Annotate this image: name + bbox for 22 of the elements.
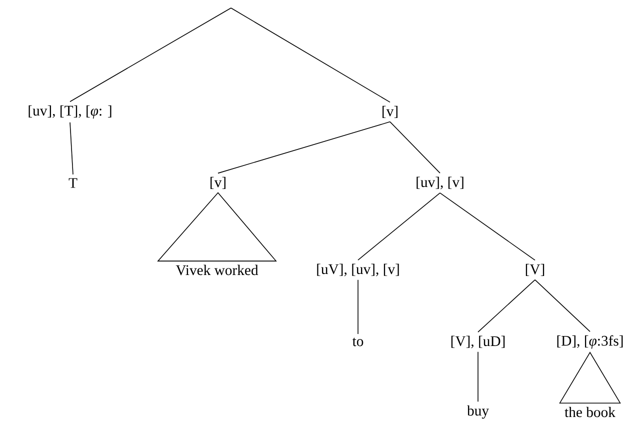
branch-line [230, 8, 390, 103]
tree-label: [uv], [T], [φ: ] [28, 105, 112, 119]
tree-label: [uV], [uv], [v] [317, 264, 399, 276]
tree-label: T [68, 178, 78, 188]
tree-label: the book [564, 406, 616, 418]
tree-label: [v] [210, 176, 226, 190]
tree-label: [V], [uD] [451, 336, 505, 348]
branch-line [534, 279, 590, 332]
tree-label: [D], [φ:3fs] [557, 335, 623, 349]
branch-line [478, 279, 536, 332]
tree-label: [V] [526, 264, 544, 276]
branch-line [218, 121, 390, 174]
branch-line [358, 192, 440, 260]
branch-line [70, 122, 74, 175]
tree-label: [v] [382, 106, 398, 118]
branch-line [390, 121, 440, 174]
branch-line [440, 192, 536, 261]
tree-label: to [352, 338, 364, 346]
tree-label: buy [467, 405, 489, 419]
branch-line [70, 8, 232, 102]
tree-label: [uv], [v] [416, 176, 464, 190]
tree-label: Vivek worked [176, 264, 258, 276]
